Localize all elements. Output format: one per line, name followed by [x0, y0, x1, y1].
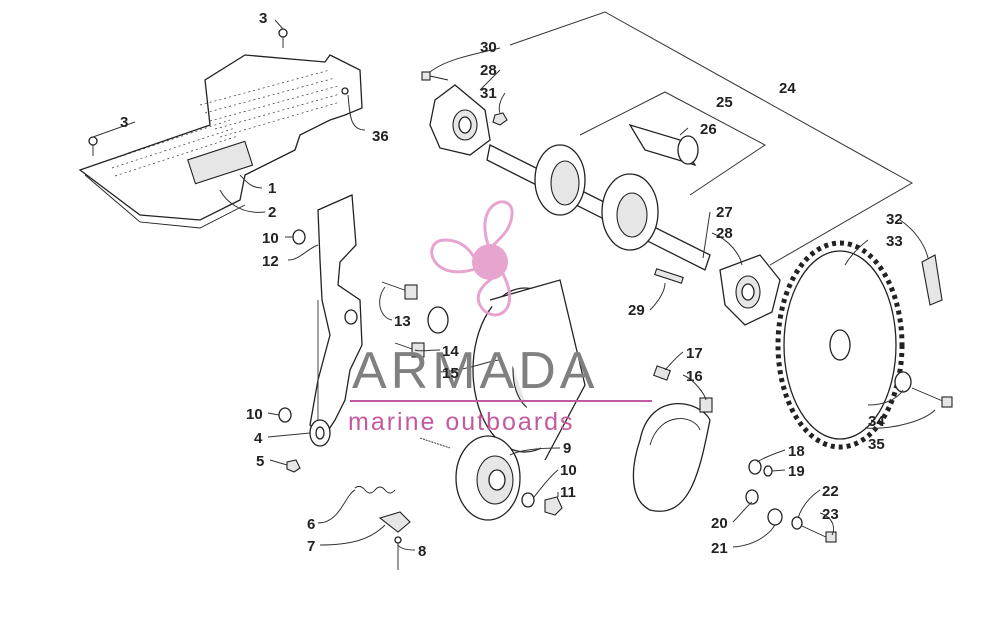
- idler-pulley: [455, 435, 521, 521]
- washer-10a: [292, 229, 306, 245]
- callout-4: 4: [254, 430, 263, 447]
- callout-11: 11: [560, 484, 576, 501]
- bolt-13: [381, 281, 418, 300]
- screw-3b: [88, 136, 98, 156]
- upper-flange-bearing: [429, 84, 491, 156]
- callout-18: 18: [788, 443, 805, 460]
- callout-3a: 3: [259, 10, 267, 27]
- screw-36: [341, 87, 349, 95]
- callout-33: 33: [886, 233, 903, 250]
- guard-perforations: [109, 69, 341, 177]
- callout-22: 22: [822, 483, 839, 500]
- lower-flange-bearing: [719, 254, 781, 326]
- callout-24: 24: [779, 80, 796, 97]
- callout-15: 15: [442, 365, 459, 382]
- nut-11: [544, 496, 563, 516]
- callout-1: 1: [268, 180, 276, 197]
- callout-29: 29: [628, 302, 645, 319]
- callout-26: 26: [700, 121, 717, 138]
- washer-10c: [521, 492, 535, 508]
- callout-16: 16: [686, 368, 703, 385]
- callout-27: 27: [716, 204, 733, 221]
- callout-8: 8: [418, 543, 426, 560]
- leader-lines: [92, 11, 936, 551]
- bolt-30: [421, 71, 449, 81]
- screw-3a: [278, 28, 288, 48]
- callout-2: 2: [268, 204, 276, 221]
- callout-31: 31: [480, 85, 497, 102]
- pin-8: [394, 536, 402, 570]
- callout-6: 6: [307, 516, 315, 533]
- callout-32: 32: [886, 211, 903, 228]
- brake-band: [632, 397, 713, 512]
- callout-23: 23: [822, 506, 839, 523]
- callout-30: 30: [480, 39, 497, 56]
- callout-25: 25: [716, 94, 733, 111]
- spacer-12: [427, 306, 449, 334]
- bolt-35: [911, 387, 953, 408]
- bolt-14: [394, 342, 425, 358]
- callout-34: 34: [868, 413, 885, 430]
- callout-28b: 28: [716, 225, 733, 242]
- callout-17: 17: [686, 345, 703, 362]
- pin-29: [654, 268, 684, 284]
- washer-10b: [278, 407, 292, 423]
- bushing-26: [628, 123, 699, 167]
- callout-10b: 10: [246, 406, 263, 423]
- callout-13: 13: [394, 313, 411, 330]
- washer-22: [791, 516, 803, 530]
- stud-bolt: [419, 437, 451, 449]
- nut-31: [492, 112, 508, 126]
- nut-5: [286, 459, 301, 473]
- callout-7: 7: [307, 538, 315, 555]
- chain-32: [921, 254, 943, 306]
- callout-labels: 3 3 36 1 2 10 12 13 14 15 10 4 5 6 7 8 9…: [120, 10, 903, 560]
- callout-9: 9: [563, 440, 571, 457]
- callout-3b: 3: [120, 114, 128, 131]
- watermark-tagline: marine outboards: [348, 408, 575, 436]
- washer-34: [894, 371, 912, 393]
- callout-10a: 10: [262, 230, 279, 247]
- callout-10c: 10: [560, 462, 577, 479]
- callout-21: 21: [711, 540, 728, 557]
- callout-36: 36: [372, 128, 389, 145]
- callout-5: 5: [256, 453, 264, 470]
- bushing-4: [309, 419, 331, 447]
- callout-12: 12: [262, 253, 279, 270]
- sprocket: [775, 240, 905, 450]
- callout-20: 20: [711, 515, 728, 532]
- spring-6: [354, 485, 396, 494]
- lever-7: [378, 511, 411, 533]
- drive-shaft: [486, 144, 711, 271]
- mount-bracket: [309, 194, 363, 442]
- washer-18: [748, 459, 762, 475]
- watermark-brand: ARMADA: [352, 342, 598, 400]
- callout-19: 19: [788, 463, 805, 480]
- washer-20: [745, 489, 759, 505]
- clutch-drum: [472, 279, 586, 461]
- armada-logo: [430, 200, 514, 317]
- watermark-divider: [350, 400, 652, 402]
- washer-21: [767, 508, 783, 526]
- callout-28a: 28: [480, 62, 497, 79]
- washer-19: [763, 465, 773, 477]
- guard-plate: [78, 54, 363, 229]
- bolt-23: [801, 525, 837, 543]
- callout-14: 14: [442, 343, 459, 360]
- pin-17: [653, 365, 671, 381]
- callout-35: 35: [868, 436, 885, 453]
- guard-window-plate: [187, 140, 254, 185]
